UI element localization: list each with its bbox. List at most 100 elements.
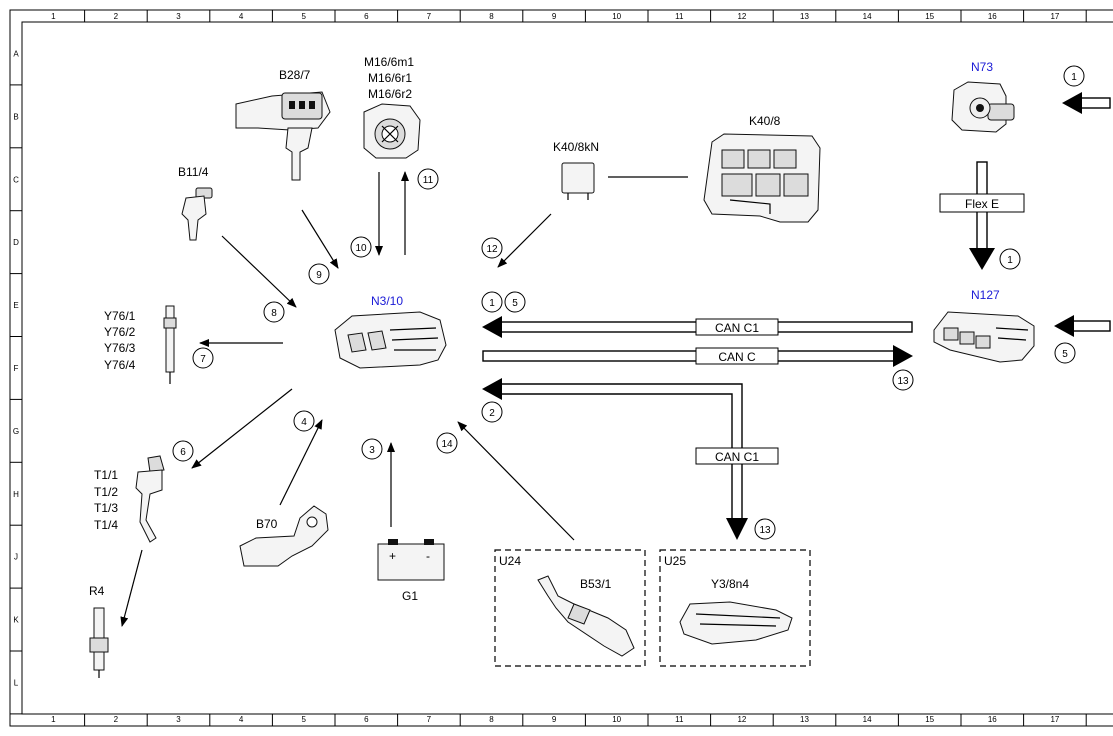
grid-col-15: 15 — [925, 12, 934, 21]
svg-text:5: 5 — [512, 298, 518, 309]
svg-text:2: 2 — [489, 408, 495, 419]
grid-col-11: 11 — [675, 12, 684, 21]
grid-row-C: C — [13, 175, 19, 184]
grid-col-16: 16 — [988, 12, 997, 21]
signal-marker-1-flex: 1 — [999, 248, 1021, 270]
grid-row-D: D — [13, 238, 19, 247]
svg-text:1: 1 — [1071, 72, 1077, 83]
grid-col-17: 17 — [1050, 12, 1059, 21]
grid-col-9: 9 — [552, 715, 557, 724]
b11-4-sensor — [181, 187, 213, 241]
grid-col-10: 10 — [612, 715, 621, 724]
signal-marker-5-can: 5 — [504, 291, 526, 313]
g1-minus-label: - — [426, 549, 430, 563]
g1-plus-label: + — [389, 549, 396, 563]
svg-text:12: 12 — [486, 244, 498, 255]
grid-col-14: 14 — [863, 715, 872, 724]
grid-col-8: 8 — [489, 12, 494, 21]
grid-col-13: 13 — [800, 12, 809, 21]
arrow-9 — [301, 209, 339, 269]
grid-col-15: 15 — [925, 715, 934, 724]
arrow-r4 — [120, 549, 143, 627]
grid-col-1: 1 — [51, 12, 56, 21]
arrow-14 — [457, 421, 575, 541]
r4-spark-plug — [89, 607, 109, 678]
signal-marker-9: 9 — [308, 263, 330, 285]
b28-7-label: B28/7 — [279, 68, 311, 82]
grid-col-5: 5 — [301, 715, 306, 724]
y76-3-label: Y76/3 — [104, 341, 136, 355]
grid-row-E: E — [13, 301, 18, 310]
y76-4-label: Y76/4 — [104, 358, 136, 372]
can-c-label: CAN C — [718, 350, 756, 364]
signal-marker-1-can: 1 — [481, 291, 503, 313]
signal-marker-3: 3 — [361, 438, 383, 460]
signal-marker-10: 10 — [350, 236, 372, 258]
flex-e-label-box — [939, 193, 1025, 213]
arrow-6 — [191, 388, 293, 469]
arrow-4 — [279, 419, 323, 506]
arrow-8 — [221, 235, 297, 308]
b11-4-label: B11/4 — [178, 165, 209, 179]
u25-group-box — [659, 549, 811, 667]
grid-col-1: 1 — [51, 715, 56, 724]
svg-text:1: 1 — [1007, 255, 1013, 266]
b53-1-label: B53/1 — [580, 577, 612, 591]
svg-text:6: 6 — [180, 447, 186, 458]
arrow-12 — [497, 213, 552, 268]
grid-col-7: 7 — [427, 715, 432, 724]
b28-7-sensor — [235, 91, 331, 181]
signal-marker-5-right: 5 — [1054, 342, 1076, 364]
y76-2-label: Y76/2 — [104, 325, 136, 339]
grid-col-4: 4 — [239, 12, 244, 21]
k40-8-label: K40/8 — [749, 114, 781, 128]
y3-8n4-label: Y3/8n4 — [711, 577, 749, 591]
can-c1-upper-label-box — [695, 318, 779, 336]
svg-text:11: 11 — [423, 175, 434, 186]
signal-marker-13-u25: 13 — [754, 518, 776, 540]
t1-ignition-coil — [135, 455, 165, 543]
signal-marker-8: 8 — [263, 301, 285, 323]
n3-10-ecu-unit — [334, 311, 447, 369]
g1-label: G1 — [402, 589, 418, 603]
k40-8kn-relay — [561, 162, 595, 200]
grid-col-9: 9 — [552, 12, 557, 21]
can-c1-upper-label: CAN C1 — [715, 321, 759, 335]
grid-col-17: 17 — [1050, 715, 1059, 724]
k40-8kn-label: K40/8kN — [553, 140, 599, 154]
signal-marker-11: 11 — [417, 168, 439, 190]
grid-col-4: 4 — [239, 715, 244, 724]
u24-label: U24 — [499, 554, 521, 568]
m16-6-throttle-actuator — [363, 103, 421, 159]
k40-8-fuse-box — [703, 133, 821, 223]
grid-row-J: J — [14, 553, 18, 562]
n127-label: N127 — [971, 288, 1000, 302]
grid-col-13: 13 — [800, 715, 809, 724]
svg-text:13: 13 — [759, 525, 771, 536]
grid-row-F: F — [14, 364, 19, 373]
signal-marker-6: 6 — [172, 440, 194, 462]
svg-text:1: 1 — [489, 298, 495, 309]
grid-col-12: 12 — [737, 12, 746, 21]
grid-col-3: 3 — [176, 715, 181, 724]
svg-text:8: 8 — [271, 308, 277, 319]
signal-marker-13-can: 13 — [892, 369, 914, 391]
grid-ruler: 1122334455667788991010111112121313141415… — [10, 10, 1087, 726]
signal-marker-1-top: 1 — [1063, 65, 1085, 87]
svg-text:3: 3 — [369, 445, 375, 456]
b70-sensor — [239, 505, 329, 567]
can-c1-lower-label-box — [695, 447, 779, 465]
grid-col-2: 2 — [114, 12, 119, 21]
grid-col-5: 5 — [301, 12, 306, 21]
b53-1-sensor — [537, 575, 635, 657]
n73-label: N73 — [971, 60, 993, 74]
signal-markers: 1 1 1 5 5 2 3 4 6 7 8 9 10 11 12 13 13 1… — [172, 65, 1085, 540]
r4-label: R4 — [89, 584, 105, 598]
m16-6r2-label: M16/6r2 — [368, 87, 412, 101]
grid-row-K: K — [13, 616, 19, 625]
can-c1-lower-label: CAN C1 — [715, 450, 759, 464]
diagram-frame — [9, 9, 1113, 727]
grid-col-11: 11 — [675, 715, 684, 724]
grid-row-B: B — [13, 112, 18, 121]
